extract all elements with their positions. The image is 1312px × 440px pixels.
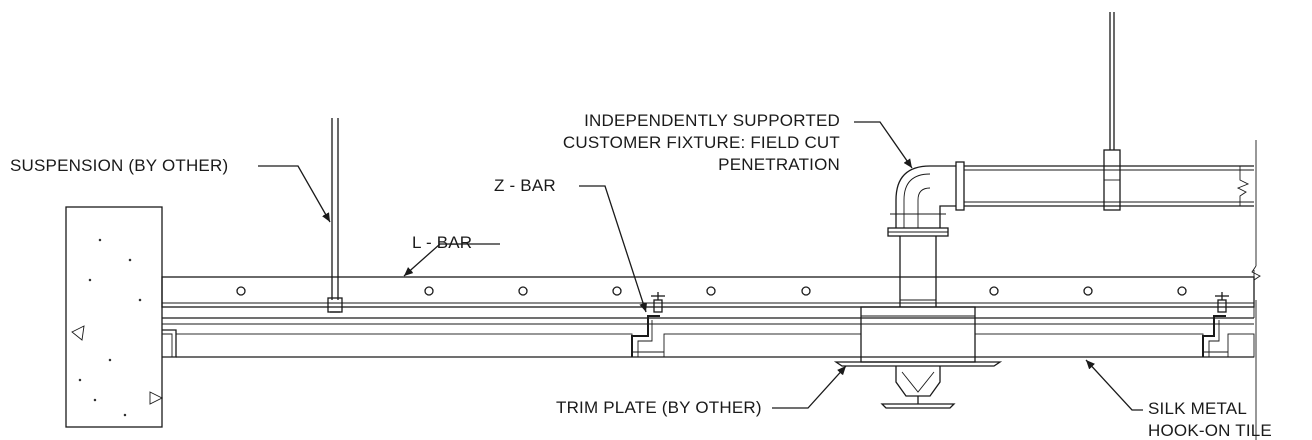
label-fixture-line3: PENETRATION [718, 155, 840, 174]
wall [65, 206, 177, 428]
label-l-bar: L - BAR [412, 233, 472, 252]
break-lines [1251, 140, 1261, 440]
labels: SUSPENSION (BY OTHER) L - BAR Z - BAR IN… [10, 111, 1272, 440]
channel-hole [989, 286, 999, 296]
z-bar-left [631, 292, 665, 357]
channel-hole [236, 286, 246, 296]
label-suspension: SUSPENSION (BY OTHER) [10, 156, 228, 175]
label-tile-line1: SILK METAL [1148, 399, 1247, 418]
pipe-hanger [1103, 12, 1121, 211]
leader-lines [258, 121, 1143, 411]
z-bar-right [1202, 292, 1229, 357]
elbow-pipe [890, 161, 1254, 228]
channel-hole [706, 286, 716, 296]
l-bar-channel [161, 270, 1255, 318]
hook-on-tiles [175, 333, 1255, 358]
wall-aggregate-marks [71, 238, 164, 417]
fixture-penetration [833, 227, 1003, 409]
channel-hole [1177, 286, 1187, 296]
label-tile-line2: HOOK-ON TILE [1148, 421, 1272, 440]
label-z-bar: Z - BAR [494, 176, 556, 195]
channel-hole [612, 286, 622, 296]
channel-hole [518, 286, 528, 296]
label-trim-plate: TRIM PLATE (BY OTHER) [556, 398, 762, 417]
label-fixture-line1: INDEPENDENTLY SUPPORTED [584, 111, 840, 130]
channel-hole [1083, 286, 1093, 296]
suspension-rod [327, 118, 343, 313]
carrier-rail [162, 317, 1254, 325]
label-fixture-line2: CUSTOMER FIXTURE: FIELD CUT [563, 133, 840, 152]
channel-hole [801, 286, 811, 296]
channel-hole [424, 286, 434, 296]
